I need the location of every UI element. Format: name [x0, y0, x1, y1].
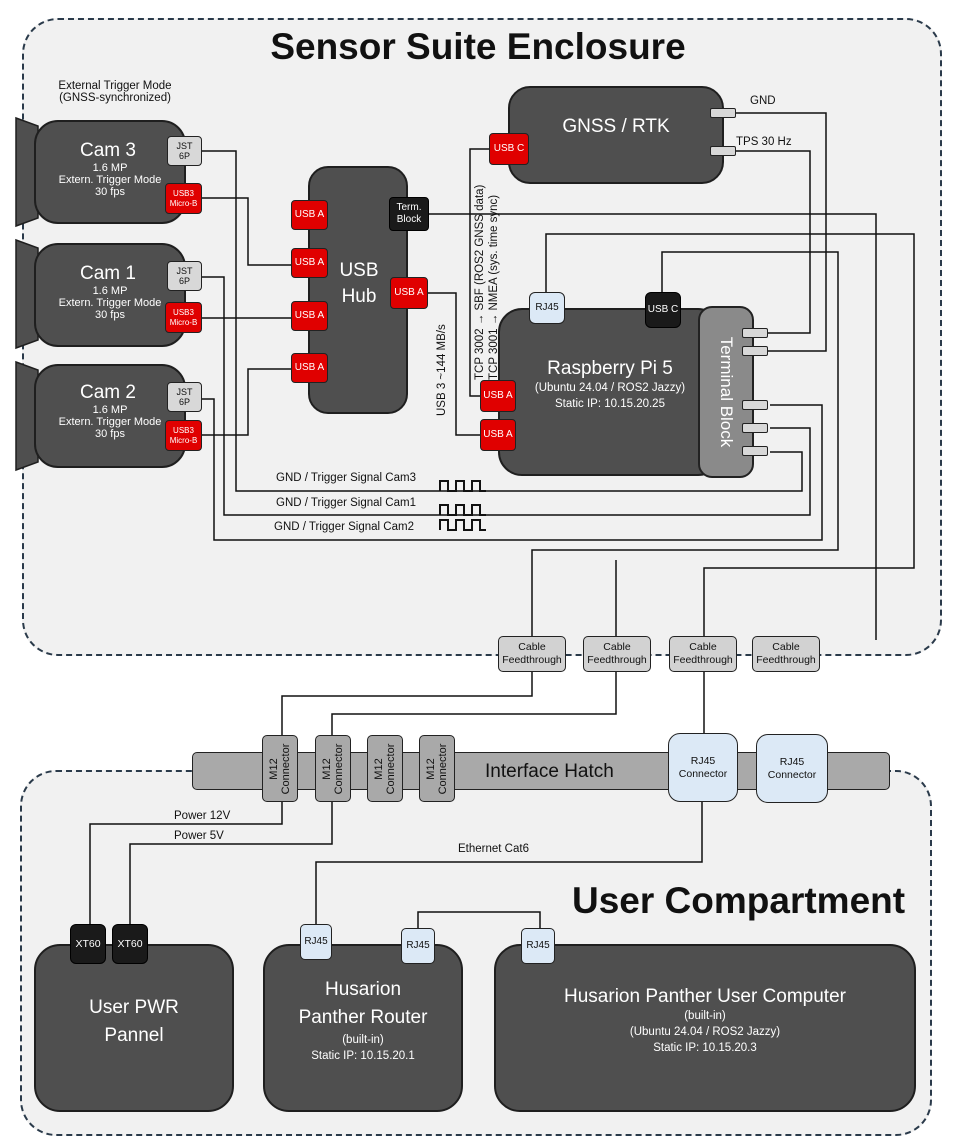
- m12-connector-label: M12 Connector: [321, 743, 345, 794]
- m12-connector-label: M12 Connector: [373, 743, 397, 794]
- camera-name: Cam 2: [80, 382, 136, 403]
- user-compartment-title: User Compartment: [572, 880, 906, 921]
- usb-rate-label: USB 3 ~144 MB/s: [436, 324, 448, 416]
- pi-usb-c-port: USB C: [645, 292, 681, 328]
- raspberry-pi: Raspberry Pi 5 (Ubuntu 24.04 / ROS2 Jazz…: [498, 308, 722, 476]
- m12-connector-1: M12 Connector: [262, 735, 298, 802]
- cable-feedthrough-2: Cable Feedthrough: [583, 636, 651, 672]
- hatch-rj45-connector-1: RJ45 Connector: [668, 733, 738, 802]
- cam2-jst-port: JST 6P: [167, 382, 202, 412]
- xt60-port-2: XT60: [112, 924, 148, 964]
- ethernet-label: Ethernet Cat6: [458, 843, 529, 855]
- pi-rj45-port: RJ45: [529, 292, 565, 324]
- camera-name: Cam 3: [80, 140, 136, 161]
- hub-port-4: USB A: [291, 353, 328, 383]
- pi-usb-port-1: USB A: [480, 380, 516, 412]
- computer-title: Husarion Panther User Computer: [564, 986, 846, 1007]
- terminal-pin: [742, 400, 768, 410]
- camera-1: Cam 1 1.6 MP Extern. Trigger Mode 30 fps: [34, 243, 186, 347]
- cable-feedthrough-4: Cable Feedthrough: [752, 636, 820, 672]
- camera-fps: 30 fps: [95, 309, 125, 321]
- cam3-jst-port: JST 6P: [167, 136, 202, 166]
- camera-mp: 1.6 MP: [92, 285, 128, 297]
- gnss-title: GNSS / RTK: [562, 116, 670, 137]
- hatch-rj45-connector-2: RJ45 Connector: [756, 734, 828, 803]
- trigger-mode-label: External Trigger Mode (GNSS-synchronized…: [58, 80, 172, 104]
- computer-os: (Ubuntu 24.04 / ROS2 Jazzy): [629, 1026, 781, 1038]
- camera-mode: Extern. Trigger Mode: [58, 174, 162, 186]
- m12-connector-label: M12 Connector: [425, 743, 449, 794]
- terminal-pin: [742, 346, 768, 356]
- router-rj45-port-1: RJ45: [300, 924, 332, 960]
- m12-connector-3: M12 Connector: [367, 735, 403, 802]
- camera-mode: Extern. Trigger Mode: [58, 297, 162, 309]
- cam3-usb-port: USB3 Micro-B: [165, 183, 202, 214]
- pi-ip: Static IP: 10.15.20.25: [555, 398, 665, 410]
- pi-title: Raspberry Pi 5: [547, 358, 673, 379]
- m12-connector-4: M12 Connector: [419, 735, 455, 802]
- usb-hub-title: USB Hub: [339, 260, 379, 307]
- husarion-router: Husarion Panther Router (built-in) Stati…: [263, 944, 463, 1112]
- user-pwr-panel: User PWR Pannel: [34, 944, 234, 1112]
- xt60-port-1: XT60: [70, 924, 106, 964]
- camera-fps: 30 fps: [95, 428, 125, 440]
- cam1-usb-port: USB3 Micro-B: [165, 302, 202, 333]
- gnss-usb-c-port: USB C: [489, 133, 529, 165]
- pi-usb-port-2: USB A: [480, 419, 516, 451]
- router-title: Husarion Panther Router: [298, 979, 428, 1028]
- hub-port-2: USB A: [291, 248, 328, 278]
- computer-rj45-port: RJ45: [521, 928, 555, 964]
- trigger-label-cam2: GND / Trigger Signal Cam2: [274, 521, 414, 533]
- gnss-link-label-sbf: TCP 3002 → SBF (ROS2 GNSS data): [474, 184, 486, 380]
- pwr-panel-title: User PWR Pannel: [89, 997, 179, 1046]
- terminal-pin: [742, 423, 768, 433]
- gnss-rtk: GNSS / RTK: [508, 86, 724, 184]
- interface-hatch-label: Interface Hatch: [485, 761, 614, 782]
- trigger-label-cam3: GND / Trigger Signal Cam3: [276, 472, 416, 484]
- router-ip: Static IP: 10.15.20.1: [311, 1050, 415, 1062]
- husarion-user-computer: Husarion Panther User Computer (built-in…: [494, 944, 916, 1112]
- hub-uplink-port: USB A: [390, 277, 428, 309]
- router-builtin: (built-in): [342, 1034, 384, 1046]
- pi-os: (Ubuntu 24.04 / ROS2 Jazzy): [534, 382, 686, 394]
- router-rj45-port-2: RJ45: [401, 928, 435, 964]
- sensor-suite-title: Sensor Suite Enclosure: [270, 26, 686, 67]
- gnss-gnd-pin: [710, 108, 736, 118]
- camera-name: Cam 1: [80, 263, 136, 284]
- gnss-tps-label: TPS 30 Hz: [736, 136, 792, 148]
- camera-mode: Extern. Trigger Mode: [58, 416, 162, 428]
- cable-feedthrough-3: Cable Feedthrough: [669, 636, 737, 672]
- trigger-label-cam1: GND / Trigger Signal Cam1: [276, 497, 416, 509]
- power-12v-label: Power 12V: [174, 810, 231, 822]
- terminal-block-label: Terminal Block: [717, 336, 736, 448]
- hub-port-3: USB A: [291, 301, 328, 331]
- cable-feedthrough-1: Cable Feedthrough: [498, 636, 566, 672]
- power-5v-label: Power 5V: [174, 830, 224, 842]
- camera-mp: 1.6 MP: [92, 404, 128, 416]
- m12-connector-label: M12 Connector: [268, 743, 292, 794]
- computer-builtin: (built-in): [684, 1010, 726, 1022]
- hub-term-block: Term. Block: [389, 197, 429, 231]
- camera-mp: 1.6 MP: [92, 162, 128, 174]
- camera-3: Cam 3 1.6 MP Extern. Trigger Mode 30 fps: [34, 120, 186, 224]
- gnss-tps-pin: [710, 146, 736, 156]
- camera-2: Cam 2 1.6 MP Extern. Trigger Mode 30 fps: [34, 364, 186, 468]
- terminal-pin: [742, 328, 768, 338]
- gnss-gnd-label: GND: [750, 95, 776, 107]
- hub-port-1: USB A: [291, 200, 328, 230]
- terminal-pin: [742, 446, 768, 456]
- camera-fps: 30 fps: [95, 186, 125, 198]
- cam2-usb-port: USB3 Micro-B: [165, 420, 202, 451]
- m12-connector-2: M12 Connector: [315, 735, 351, 802]
- cam1-jst-port: JST 6P: [167, 261, 202, 291]
- computer-ip: Static IP: 10.15.20.3: [653, 1042, 757, 1054]
